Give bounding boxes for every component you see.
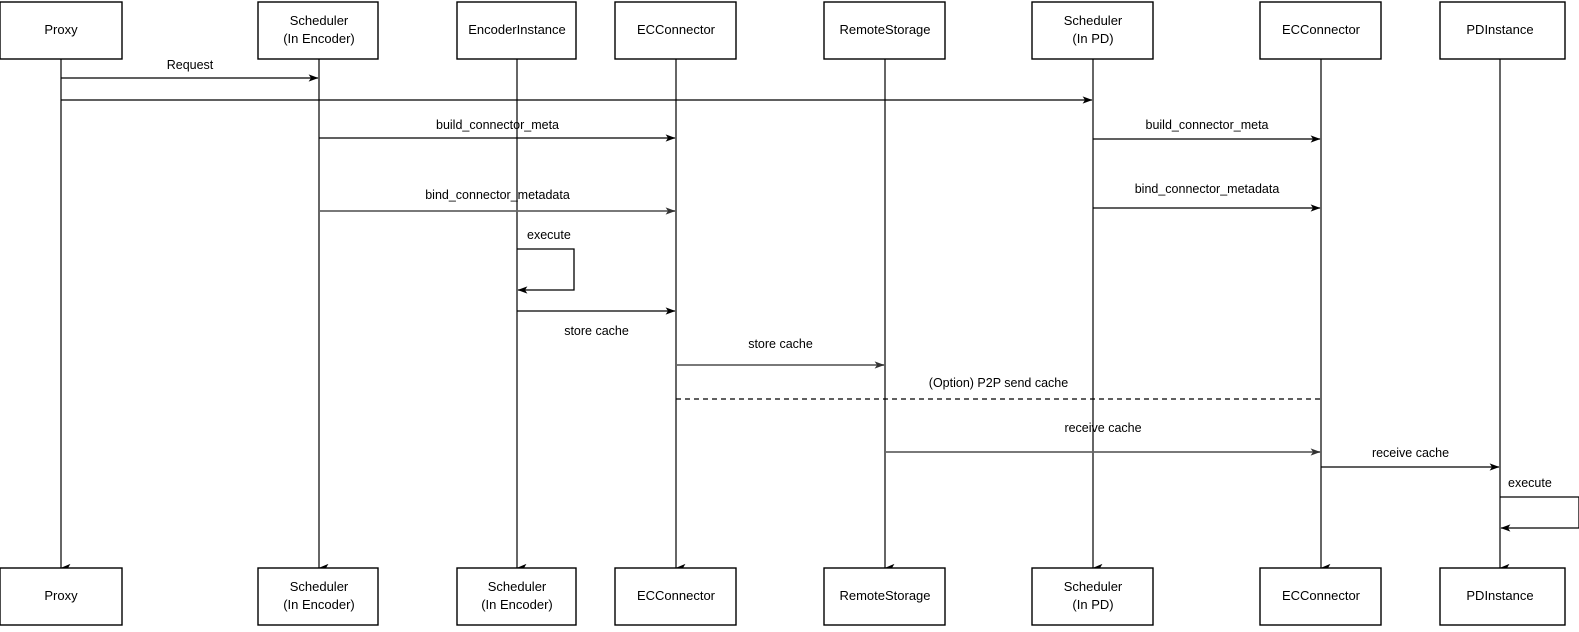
message-labels-group: Request build_connector_meta build_connect… — [167, 58, 1552, 490]
self-message-label-s1: execute — [527, 228, 571, 242]
header-box-proxy[interactable]: Proxy — [0, 1, 123, 60]
footer-box-label-line1: Scheduler — [290, 579, 349, 594]
footer-box-label-line1: Scheduler — [1064, 579, 1123, 594]
header-box-ec_conn_enc[interactable]: ECConnector — [614, 1, 737, 60]
message-label-m4: build_connector_meta — [1146, 118, 1269, 132]
header-box-ec_conn_pd[interactable]: ECConnector — [1259, 1, 1382, 60]
footer-box-label-line1: Scheduler — [488, 579, 547, 594]
header-box-label: EncoderInstance — [468, 22, 566, 37]
header-box-sched_enc[interactable]: Scheduler (In Encoder) — [257, 1, 379, 60]
footer-box-label: RemoteStorage — [839, 588, 930, 603]
self-message-s2 — [1500, 496, 1579, 532]
header-box-label: ECConnector — [1282, 22, 1361, 37]
header-box-encoder_inst[interactable]: EncoderInstance — [456, 1, 577, 60]
footer-box-sched_pd[interactable]: Scheduler (In PD) — [1031, 567, 1154, 626]
header-box-label-line1: Scheduler — [1064, 13, 1123, 28]
message-label-m5: bind_connector_metadata — [425, 188, 570, 202]
header-box-label-line2: (In PD) — [1072, 31, 1113, 46]
footer-box-label-line2: (In Encoder) — [283, 597, 355, 612]
footer-box-label: ECConnector — [637, 588, 716, 603]
message-label-m11: receive cache — [1372, 446, 1449, 460]
self-message-label-s2: execute — [1508, 476, 1552, 490]
footer-box-ec_conn_enc[interactable]: ECConnector — [614, 567, 737, 626]
message-label-m3: build_connector_meta — [436, 118, 559, 132]
footer-box-pd_inst[interactable]: PDInstance — [1439, 567, 1566, 626]
messages-group — [61, 74, 1500, 471]
footer-box-proxy[interactable]: Proxy — [0, 567, 123, 626]
footer-box-remote_store[interactable]: RemoteStorage — [823, 567, 946, 626]
message-label-m8: store cache — [748, 337, 813, 351]
message-label-m6: bind_connector_metadata — [1135, 182, 1280, 196]
message-label-m10: receive cache — [1064, 421, 1141, 435]
header-box-label: PDInstance — [1466, 22, 1533, 37]
footer-box-sched_enc[interactable]: Scheduler (In Encoder) — [257, 567, 379, 626]
self-messages-group — [517, 248, 1579, 532]
header-box-pd_inst[interactable]: PDInstance — [1439, 1, 1566, 60]
header-box-label: RemoteStorage — [839, 22, 930, 37]
self-message-s1 — [517, 248, 575, 294]
header-box-label-line2: (In Encoder) — [283, 31, 355, 46]
footer-box-label-line2: (In Encoder) — [481, 597, 553, 612]
footer-box-encoder_inst[interactable]: Scheduler (In Encoder) — [456, 567, 577, 626]
footer-box-label-line2: (In PD) — [1072, 597, 1113, 612]
header-lifeline-boxes: Proxy Scheduler (In Encoder) EncoderInstanc… — [0, 1, 1566, 60]
footer-lifeline-boxes: Proxy Scheduler (In Encoder) Scheduler (In E… — [0, 567, 1566, 626]
lifeline-lines-group — [60, 59, 1510, 573]
header-box-remote_store[interactable]: RemoteStorage — [823, 1, 946, 60]
footer-box-label: Proxy — [44, 588, 78, 603]
footer-box-ec_conn_pd[interactable]: ECConnector — [1259, 567, 1382, 626]
header-box-label-line1: Scheduler — [290, 13, 349, 28]
header-box-label: ECConnector — [637, 22, 716, 37]
message-label-m1: Request — [167, 58, 214, 72]
message-label-m9: (Option) P2P send cache — [929, 376, 1068, 390]
footer-box-label: PDInstance — [1466, 588, 1533, 603]
header-box-label: Proxy — [44, 22, 78, 37]
footer-box-label: ECConnector — [1282, 588, 1361, 603]
header-box-sched_pd[interactable]: Scheduler (In PD) — [1031, 1, 1154, 60]
message-label-m7: store cache — [564, 324, 629, 338]
